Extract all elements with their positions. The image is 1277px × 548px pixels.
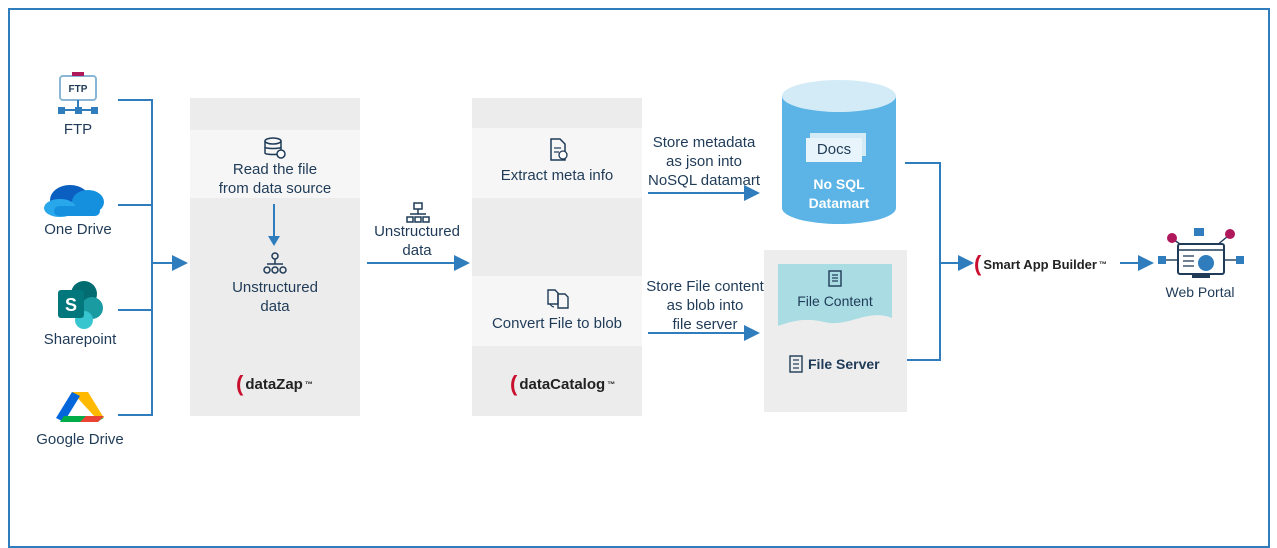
datazap-step-band (190, 130, 360, 198)
connectors (118, 99, 1154, 416)
web-portal-label: Web Portal (1165, 284, 1235, 300)
onedrive-icon (44, 185, 104, 217)
ftp-icon: FTP (58, 72, 98, 114)
line-merge (905, 162, 941, 361)
source-label-ftp: FTP (63, 121, 93, 138)
datacatalog-band-2 (472, 276, 642, 346)
datazap-tm: ™ (304, 379, 313, 389)
sharepoint-icon: S (58, 281, 103, 329)
line-ftp (118, 99, 153, 416)
structure-icon (406, 202, 430, 223)
svg-text:S: S (65, 295, 77, 315)
web-portal-icon (1158, 228, 1244, 278)
document-icon (828, 270, 842, 287)
brand-mark-icon: ( (236, 371, 244, 396)
datacatalog-brand-text: dataCatalog (519, 375, 606, 393)
brand-mark-icon: ( (510, 371, 518, 396)
nosql-docs-label: Docs (816, 141, 852, 158)
source-ftp: FTP FTP (40, 70, 116, 138)
file-content-label: File Content (797, 293, 873, 309)
datacatalog-step-convert: Convert File to blob (491, 315, 623, 332)
google-drive-icon (56, 392, 104, 422)
middle-unstructured-label: Unstructured data (374, 223, 460, 259)
source-label-google-drive: Google Drive (36, 431, 124, 448)
convert-file-icon (547, 289, 569, 309)
file-server-label: File Server (808, 356, 880, 372)
extract-file-icon (550, 138, 568, 161)
smart-app-builder-tm: ™ (1098, 259, 1107, 269)
edge-label-store-metadata: Store metadata as json into NoSQL datama… (648, 134, 760, 189)
edge-label-store-blob: Store File content as blob into file ser… (646, 278, 764, 333)
nosql-label: No SQL Datamart (808, 176, 870, 211)
cylinder-shape (782, 80, 896, 224)
datacatalog-step-extract: Extract meta info (500, 167, 614, 184)
hierarchy-icon (263, 252, 287, 274)
source-label-sharepoint: Sharepoint (43, 331, 117, 348)
server-icon (789, 355, 803, 373)
datazap-step-read: Read the file from data source (218, 161, 332, 197)
datacatalog-panel: Extract meta info Convert File to blob (… (472, 98, 642, 416)
datazap-brand-text: dataZap (245, 375, 303, 393)
file-server-panel: File Content File Server (764, 250, 907, 412)
source-label-onedrive: One Drive (44, 221, 112, 238)
brand-mark-icon: ( (974, 251, 982, 276)
datazap-panel: Read the file from data source Unstructu… (190, 98, 360, 416)
file-content-shape (778, 264, 892, 326)
nosql-datamart: Docs No SQL Datamart (780, 78, 898, 228)
datazap-step-unstructured: Unstructured data (232, 279, 318, 315)
svg-text:FTP: FTP (69, 84, 88, 95)
down-arrow-icon (268, 204, 280, 246)
source-onedrive: One Drive (30, 178, 126, 238)
source-google-drive: Google Drive (28, 388, 132, 448)
source-sharepoint: S Sharepoint (30, 280, 130, 348)
smart-app-builder-text: Smart App Builder (983, 256, 1097, 272)
database-icon (264, 137, 286, 159)
datacatalog-tm: ™ (607, 379, 616, 389)
